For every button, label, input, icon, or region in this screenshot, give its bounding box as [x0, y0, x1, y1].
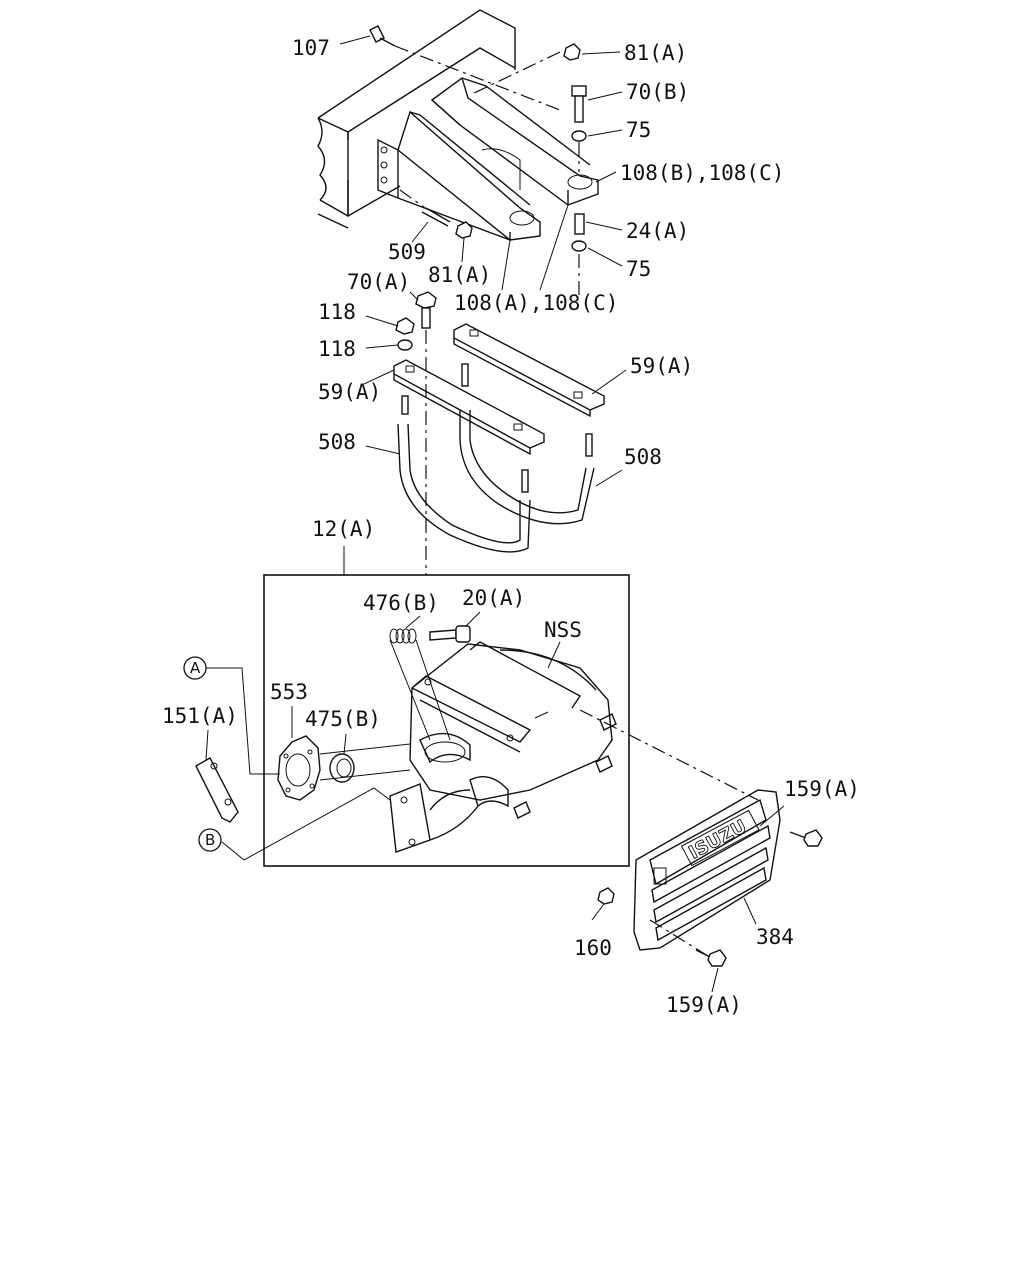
washer-118-2 [397, 339, 413, 351]
ref-circle-b: B [198, 828, 222, 852]
label-475b: 475(B) [305, 707, 381, 731]
label-24a: 24(A) [626, 219, 689, 243]
nut-81a-mid [455, 221, 473, 239]
label-59a-right: 59(A) [630, 354, 693, 378]
label-159a-bot: 159(A) [666, 993, 742, 1017]
label-70b: 70(B) [626, 80, 689, 104]
svg-text:B: B [205, 831, 215, 849]
label-476b: 476(B) [363, 591, 439, 615]
label-553: 553 [270, 680, 308, 704]
label-509: 509 [388, 240, 426, 264]
label-70a: 70(A) [347, 270, 410, 294]
label-118-2: 118 [318, 337, 356, 361]
nut-81a-top [563, 43, 581, 61]
spring-476b [389, 628, 417, 644]
label-75-top: 75 [626, 118, 651, 142]
bolt-107 [369, 25, 396, 47]
strap-508-left [397, 395, 531, 553]
svg-text:A: A [190, 659, 201, 677]
mount-bar-59a-left [393, 359, 545, 456]
bolt-20a [429, 625, 471, 643]
mount-bar-59a-right [453, 323, 605, 418]
label-384: 384 [756, 925, 794, 949]
label-118-1: 118 [318, 300, 356, 324]
clamp-151a [195, 757, 239, 823]
label-508-left: 508 [318, 430, 356, 454]
washer-75-top [571, 130, 587, 142]
washer-118-1 [395, 317, 415, 335]
label-508-right: 508 [624, 445, 662, 469]
bolt-159a-bot [695, 949, 727, 967]
label-81a-top: 81(A) [624, 41, 687, 65]
label-nss: NSS [544, 618, 582, 642]
stud-509 [421, 207, 451, 227]
washer-75-bot [571, 240, 587, 252]
label-160: 160 [574, 936, 612, 960]
label-151a: 151(A) [162, 704, 238, 728]
label-107: 107 [292, 36, 330, 60]
part-labels: 107 81(A) 70(B) 75 108(B),108(C) 24(A) 7… [162, 36, 860, 1017]
nut-160 [597, 887, 615, 905]
label-81a-mid: 81(A) [428, 263, 491, 287]
label-159a-top: 159(A) [784, 777, 860, 801]
label-75-bot: 75 [626, 257, 651, 281]
bracket-108b [430, 76, 599, 206]
leader-lines [205, 35, 785, 993]
label-59a-left: 59(A) [318, 380, 381, 404]
frame-rail [317, 9, 516, 229]
flange-gasket-553 [277, 735, 321, 801]
bolt-159a-top [789, 829, 823, 847]
bolt-70b [571, 85, 587, 123]
label-20a: 20(A) [462, 586, 525, 610]
spacer-24a [574, 213, 585, 235]
ref-circle-a: A [183, 656, 207, 680]
label-108ac: 108(A),108(C) [454, 291, 618, 315]
strap-508-right [459, 363, 595, 525]
label-108bc: 108(B),108(C) [620, 161, 784, 185]
bolt-70a [415, 291, 437, 329]
exhaust-pipe-inlet [389, 732, 509, 853]
muffler-body [409, 641, 617, 819]
label-12a: 12(A) [312, 517, 375, 541]
assembly-box-12a [263, 574, 630, 867]
